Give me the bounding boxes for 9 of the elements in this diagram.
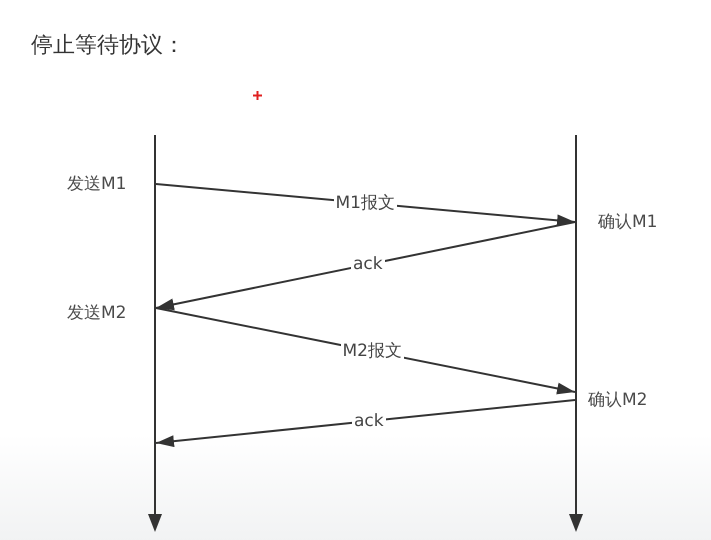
edge-label: M2报文 <box>340 341 404 362</box>
event-label: 确认M2 <box>588 390 648 410</box>
arrow <box>156 221 576 310</box>
title: 停止等待协议： <box>31 32 185 60</box>
event-label: 发送M1 <box>67 174 126 194</box>
event-label: 确认M1 <box>598 212 658 232</box>
arrow <box>156 399 576 448</box>
edge-label: M1报文 <box>334 192 397 213</box>
event-label: 发送M2 <box>67 303 126 323</box>
